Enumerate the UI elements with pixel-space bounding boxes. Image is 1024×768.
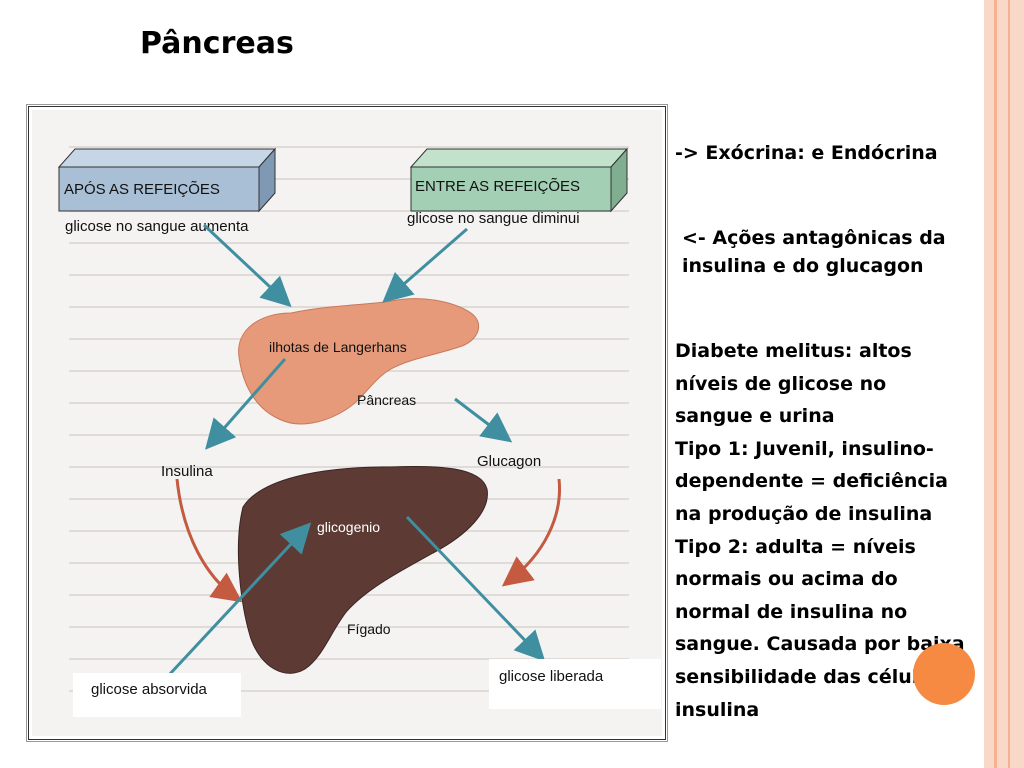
arrow-glycogen-to-released [405, 515, 546, 662]
label-glucose-absorbed-bg [73, 673, 241, 717]
box-after-meals: APÓS AS REFEIÇÕES [57, 147, 277, 213]
label-insulin: Insulina [161, 463, 213, 480]
antagonistic-line-2: insulina e do glucagon [682, 255, 924, 277]
box-between-meals-label: ENTRE AS REFEIÇÕES [415, 178, 580, 195]
antagonistic-actions-note: <- Ações antagônicas da insulina e do gl… [682, 224, 992, 280]
arrow-after-meals-to-pancreas [202, 223, 292, 308]
diabetes-line: Tipo 2: adulta = níveis [675, 535, 916, 558]
antagonistic-line-1: <- Ações antagônicas da [682, 227, 946, 249]
diabetes-line: insulina [675, 698, 760, 721]
diabetes-line: sensibilidade das células a [675, 665, 962, 688]
diabetes-line: sangue e urina [675, 405, 835, 428]
box-between-meals: ENTRE AS REFEIÇÕES [409, 147, 629, 213]
right-stripe-line-2 [1008, 0, 1010, 768]
label-glucose-released-bg [489, 659, 661, 709]
diabetes-line: Tipo 1: Juvenil, insulino- [675, 437, 934, 460]
label-glucose-absorbed: glicose absorvida [91, 681, 208, 698]
diabetes-line: dependente = deficiência [675, 470, 948, 493]
caption-after-meals: glicose no sangue aumenta [65, 218, 249, 235]
diabetes-line: níveis de glicose no [675, 372, 887, 395]
pancreas-shape [238, 298, 480, 425]
diabetes-line: Diabete melitus: altos [675, 340, 912, 362]
diabetes-line: normal de insulina no [675, 600, 908, 623]
diabetes-line: sangue. Causada por baixa [675, 633, 965, 656]
diabetes-line: na produção de insulina [675, 502, 933, 525]
arrow-insulin [205, 358, 287, 450]
box-after-meals-label: APÓS AS REFEIÇÕES [64, 181, 220, 198]
slide-title: Pâncreas [140, 26, 294, 61]
arrow-insulin-curve [175, 478, 243, 603]
background-scan [32, 110, 662, 736]
exocrine-endocrine-note: -> Exócrina: e Endócrina [675, 142, 938, 164]
arrow-glucagon [454, 397, 513, 443]
label-liver: Fígado [347, 621, 391, 637]
right-stripe-line-1 [994, 0, 997, 768]
diabetes-line: normais ou acima do [675, 568, 898, 591]
arrow-absorbed-to-glycogen [167, 522, 312, 677]
label-glucose-released: glicose liberada [499, 668, 604, 685]
label-islets: ilhotas de Langerhans [269, 339, 407, 355]
right-stripe-band [984, 0, 1024, 768]
orange-accent-circle [913, 643, 975, 705]
arrow-between-meals-to-pancreas [382, 227, 468, 303]
label-glucagon: Glucagon [477, 453, 541, 470]
pancreas-diagram-frame: APÓS AS REFEIÇÕES glicose no sangue aume… [26, 104, 668, 742]
label-pancreas: Pâncreas [357, 392, 416, 408]
arrow-glucagon-curve [501, 478, 562, 587]
caption-between-meals: glicose no sangue diminui [407, 210, 580, 227]
pancreas-diagram: APÓS AS REFEIÇÕES glicose no sangue aume… [32, 110, 662, 736]
label-glycogen: glicogenio [317, 519, 380, 535]
liver-shape [237, 465, 488, 674]
diabetes-text-block: Diabete melitus: altos níveis de glicose… [675, 335, 985, 726]
